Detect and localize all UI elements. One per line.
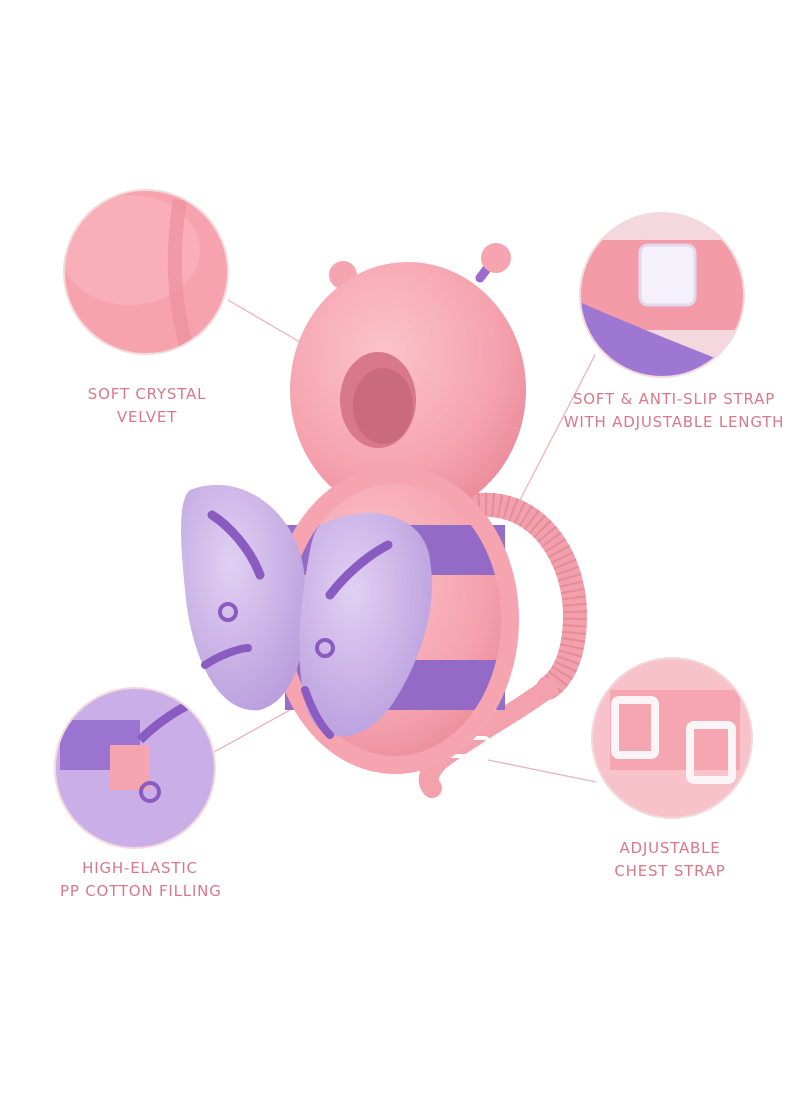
callout-strap-line1: SOFT & ANTI-SLIP STRAP: [572, 390, 776, 408]
callout-chest: ADJUSTABLE CHEST STRAP: [590, 837, 750, 883]
head-ring: [290, 262, 526, 518]
detail-strap: [580, 213, 744, 377]
callout-chest-line2: CHEST STRAP: [614, 862, 726, 880]
callout-strap: SOFT & ANTI-SLIP STRAP WITH ADJUSTABLE L…: [560, 388, 788, 434]
detail-filling: [55, 688, 215, 848]
callout-chest-line1: ADJUSTABLE: [619, 839, 721, 857]
detail-velvet: [64, 190, 228, 354]
callout-velvet: SOFT CRYSTAL VELVET: [62, 383, 232, 429]
callout-connector-lines: [213, 299, 597, 783]
callout-velvet-line1: SOFT CRYSTAL: [87, 385, 207, 403]
buckle-icon: [611, 696, 659, 759]
butterfly-wing-icon: [181, 484, 432, 739]
callout-filling: HIGH-ELASTIC PP COTTON FILLING: [60, 857, 222, 903]
buckle-icon: [638, 243, 697, 307]
callout-velvet-line2: VELVET: [116, 408, 178, 426]
detail-chest: [592, 658, 752, 818]
callout-strap-line2: WITH ADJUSTABLE LENGTH: [563, 413, 785, 431]
callout-filling-line2: PP COTTON FILLING: [60, 882, 222, 900]
callout-filling-line1: HIGH-ELASTIC: [82, 859, 198, 877]
